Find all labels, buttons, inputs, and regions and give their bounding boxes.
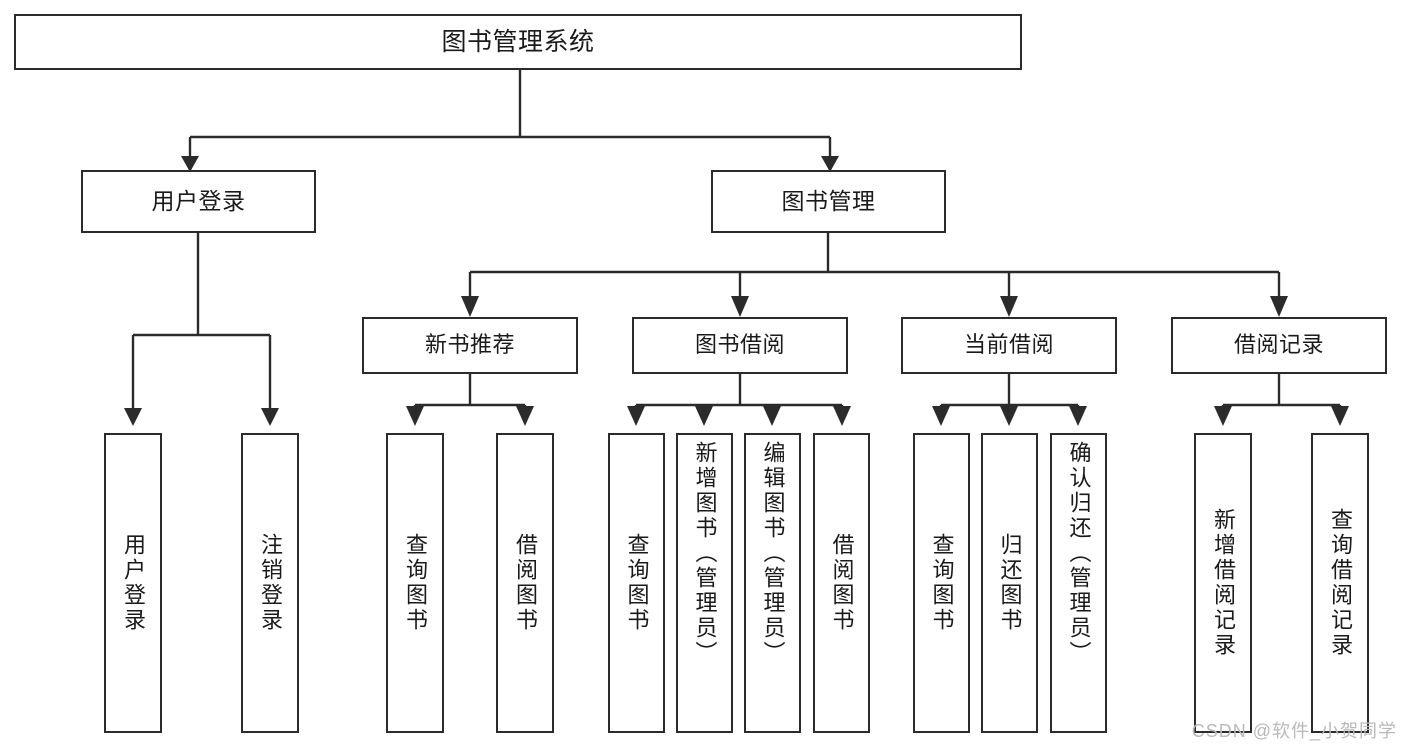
leaf-user-login-signin[interactable]: 用户登录 bbox=[104, 433, 162, 733]
node-label: 查询图书 bbox=[403, 533, 428, 633]
node-book-borrow[interactable]: 图书借阅 bbox=[632, 317, 848, 374]
leaf-current-borrow-return[interactable]: 归还图书 bbox=[981, 433, 1038, 733]
node-label: 注销登录 bbox=[258, 533, 283, 633]
watermark: CSDN @软件_小贺同学 bbox=[1191, 721, 1397, 741]
leaf-book-borrow-edit[interactable]: 编辑图书（管理员） bbox=[744, 433, 801, 733]
leaf-current-borrow-query[interactable]: 查询图书 bbox=[913, 433, 970, 733]
node-label: 编辑图书（管理员） bbox=[760, 441, 786, 666]
node-label: 新增借阅记录 bbox=[1211, 508, 1236, 658]
node-label: 用户登录 bbox=[121, 533, 146, 633]
leaf-book-borrow-query[interactable]: 查询图书 bbox=[608, 433, 665, 733]
leaf-new-book-query[interactable]: 查询图书 bbox=[386, 433, 444, 733]
node-new-book-recommend[interactable]: 新书推荐 bbox=[362, 317, 578, 374]
node-label: 借阅记录 bbox=[1233, 332, 1324, 358]
leaf-new-book-borrow[interactable]: 借阅图书 bbox=[496, 433, 554, 733]
node-label: 当前借阅 bbox=[963, 332, 1054, 358]
node-borrow-record[interactable]: 借阅记录 bbox=[1171, 317, 1387, 374]
node-label: 用户登录 bbox=[151, 187, 246, 214]
node-label: 借阅图书 bbox=[829, 533, 855, 633]
node-label: 图书管理系统 bbox=[441, 28, 595, 56]
node-book-management[interactable]: 图书管理 bbox=[711, 170, 946, 233]
node-label: 借阅图书 bbox=[513, 533, 538, 633]
leaf-book-borrow-add[interactable]: 新增图书（管理员） bbox=[676, 433, 733, 733]
leaf-current-borrow-confirm[interactable]: 确认归还（管理员） bbox=[1050, 433, 1107, 733]
leaf-user-login-signout[interactable]: 注销登录 bbox=[241, 433, 299, 733]
leaf-book-borrow-borrow[interactable]: 借阅图书 bbox=[813, 433, 870, 733]
node-label: 查询图书 bbox=[929, 533, 955, 633]
node-label: 查询借阅记录 bbox=[1328, 508, 1353, 658]
node-label: 新增图书（管理员） bbox=[692, 441, 718, 666]
node-label: 新书推荐 bbox=[424, 332, 515, 358]
node-label: 归还图书 bbox=[997, 533, 1023, 633]
leaf-borrow-record-add[interactable]: 新增借阅记录 bbox=[1194, 433, 1252, 733]
node-label: 图书管理 bbox=[781, 187, 876, 214]
node-label: 查询图书 bbox=[624, 533, 650, 633]
node-current-borrow[interactable]: 当前借阅 bbox=[901, 317, 1117, 374]
node-label: 确认归还（管理员） bbox=[1066, 441, 1092, 666]
node-root-system[interactable]: 图书管理系统 bbox=[14, 14, 1022, 70]
leaf-borrow-record-query[interactable]: 查询借阅记录 bbox=[1311, 433, 1369, 733]
node-user-login[interactable]: 用户登录 bbox=[81, 170, 316, 233]
node-label: 图书借阅 bbox=[694, 332, 785, 358]
